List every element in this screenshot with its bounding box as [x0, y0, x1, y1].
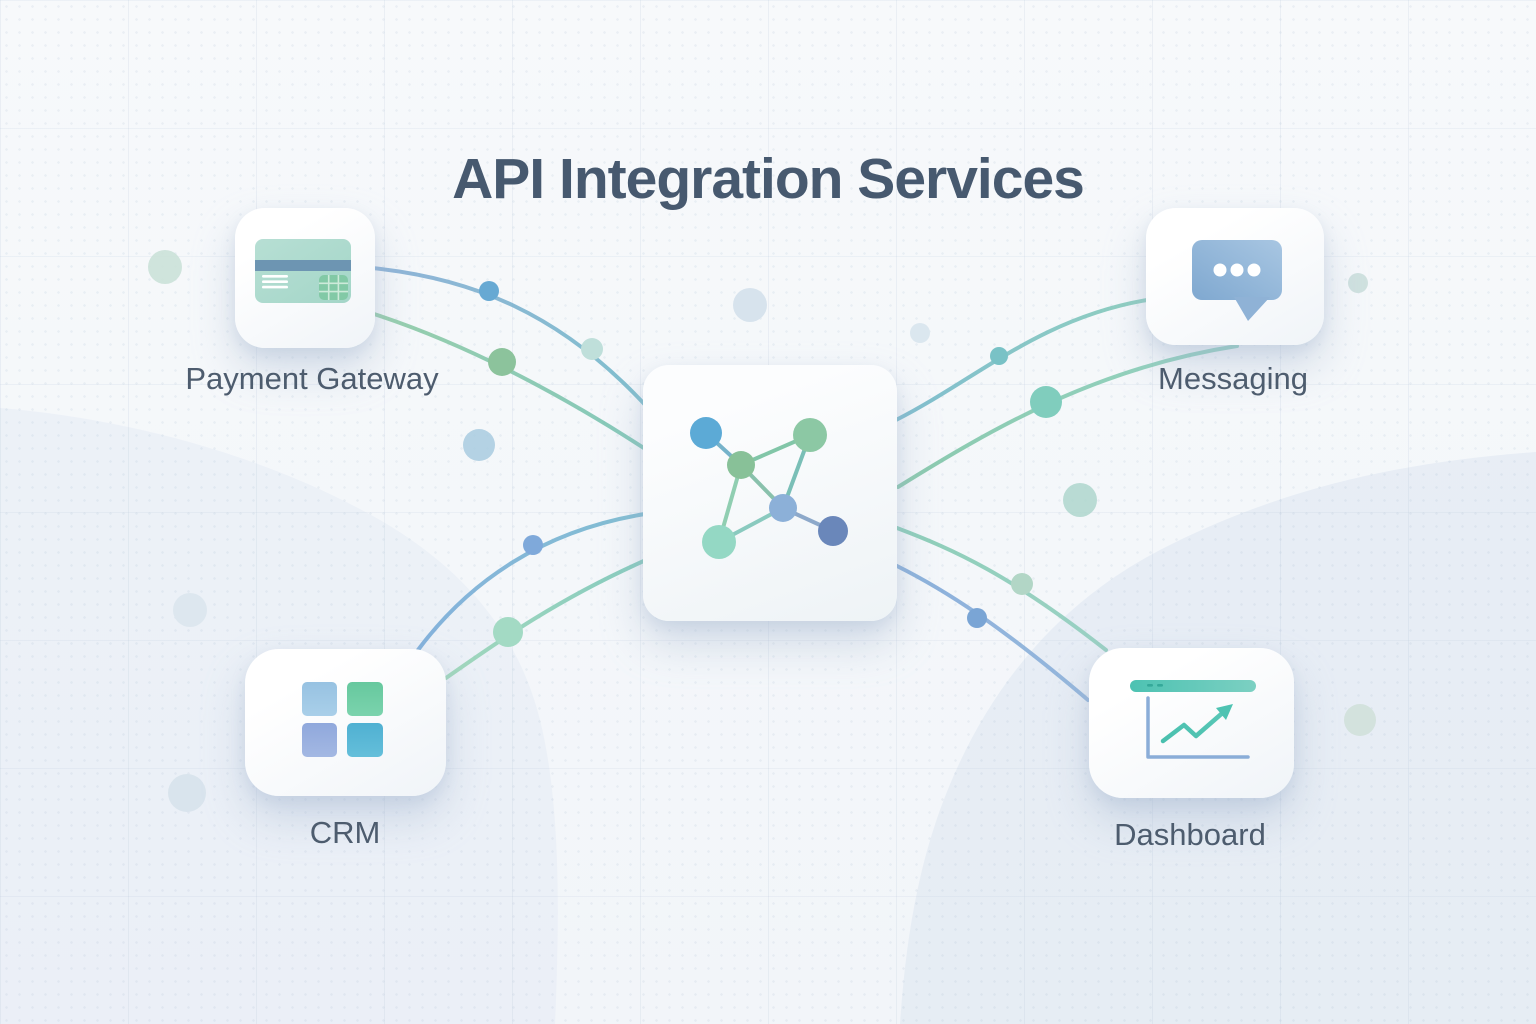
connection-dot	[488, 348, 516, 376]
ambient-dot	[173, 593, 207, 627]
ambient-dot	[1344, 704, 1376, 736]
ambient-dot	[733, 288, 767, 322]
service-card-crm	[245, 649, 446, 796]
app-grid-icon	[302, 682, 383, 757]
connection-dot	[1011, 573, 1033, 595]
service-card-payment-gateway	[235, 208, 375, 348]
ambient-dot	[463, 429, 495, 461]
ambient-dots	[148, 250, 1376, 812]
connector-dashboard-blue	[895, 564, 1090, 702]
connector-crm-blue	[416, 512, 647, 652]
connection-dot	[523, 535, 543, 555]
service-card-messaging	[1146, 208, 1324, 345]
connection-dot	[581, 338, 603, 360]
line-chart-icon	[1130, 680, 1256, 759]
service-label-dashboard: Dashboard	[1114, 817, 1266, 852]
connection-dot	[990, 347, 1008, 365]
page-title: API Integration Services	[452, 147, 1085, 211]
connection-dot	[493, 617, 523, 647]
ambient-dot	[910, 323, 930, 343]
ambient-dot	[168, 774, 206, 812]
connector-dashboard-green	[895, 526, 1108, 652]
credit-card-icon	[255, 239, 351, 303]
service-label-crm: CRM	[309, 815, 381, 850]
network-nodes-icon	[690, 417, 848, 559]
connection-dot	[1030, 386, 1062, 418]
connection-dot	[479, 281, 499, 301]
ambient-dot	[148, 250, 182, 284]
ambient-dot	[1063, 483, 1097, 517]
connector-crm-green	[444, 558, 648, 680]
service-card-dashboard	[1089, 648, 1294, 798]
hub-card	[643, 365, 897, 621]
connector-messaging-teal	[894, 298, 1149, 422]
service-label-payment-gateway: Payment Gateway	[185, 361, 439, 396]
connector-payment-blue	[370, 266, 650, 410]
service-label-messaging: Messaging	[1158, 361, 1308, 396]
connection-dot	[967, 608, 987, 628]
chat-bubble-icon	[1192, 240, 1282, 321]
connection-dots	[479, 281, 1062, 647]
ambient-dot	[1348, 273, 1368, 293]
